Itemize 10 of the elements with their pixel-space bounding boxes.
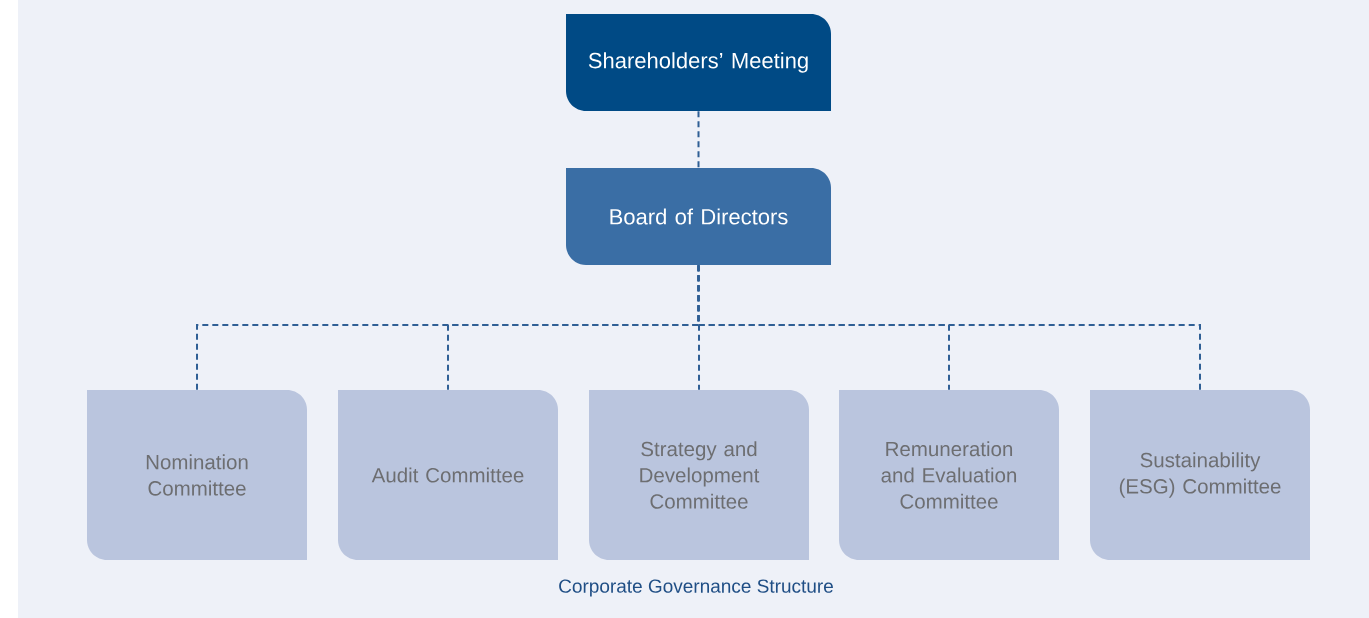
org-box: Audit Committee (338, 390, 558, 560)
org-box: Strategy and Development Committee (589, 390, 809, 560)
connector-line (697, 264, 1201, 391)
caption: Corporate Governance Structure (559, 579, 833, 597)
org-box: Nomination Committee (87, 390, 307, 560)
org-box: Shareholders’ Meeting (566, 14, 831, 111)
connector-line (697, 110, 700, 169)
org-box: Sustainability (ESG) Committee (1090, 390, 1310, 560)
org-box: Remuneration and Evaluation Committee (839, 390, 1059, 560)
org-box: Board of Directors (566, 168, 831, 265)
